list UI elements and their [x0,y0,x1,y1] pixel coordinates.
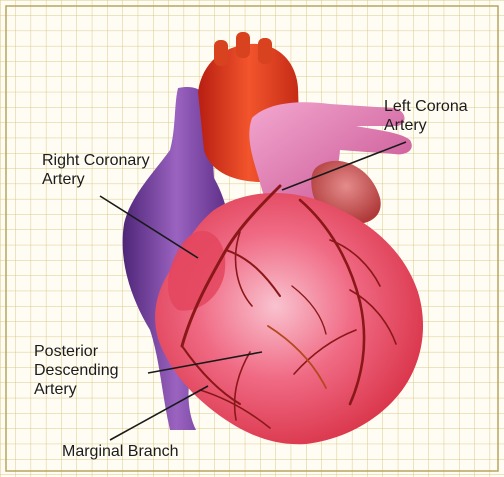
label-left-coronary-line-2: Artery [384,116,468,135]
label-right-coronary-artery: Right Coronary Artery [42,151,150,189]
label-posterior-descending-artery: Posterior Descending Artery [34,342,119,399]
label-right-coronary-line-1: Right Coronary [42,151,150,170]
label-posterior-line-1: Posterior [34,342,119,361]
label-left-coronary-artery: Left Corona Artery [384,97,468,135]
label-left-coronary-line-1: Left Corona [384,97,468,116]
label-marginal-line-1: Marginal Branch [62,442,179,461]
label-marginal-branch: Marginal Branch [62,442,179,461]
label-right-coronary-line-2: Artery [42,170,150,189]
label-posterior-line-3: Artery [34,380,119,399]
label-posterior-line-2: Descending [34,361,119,380]
